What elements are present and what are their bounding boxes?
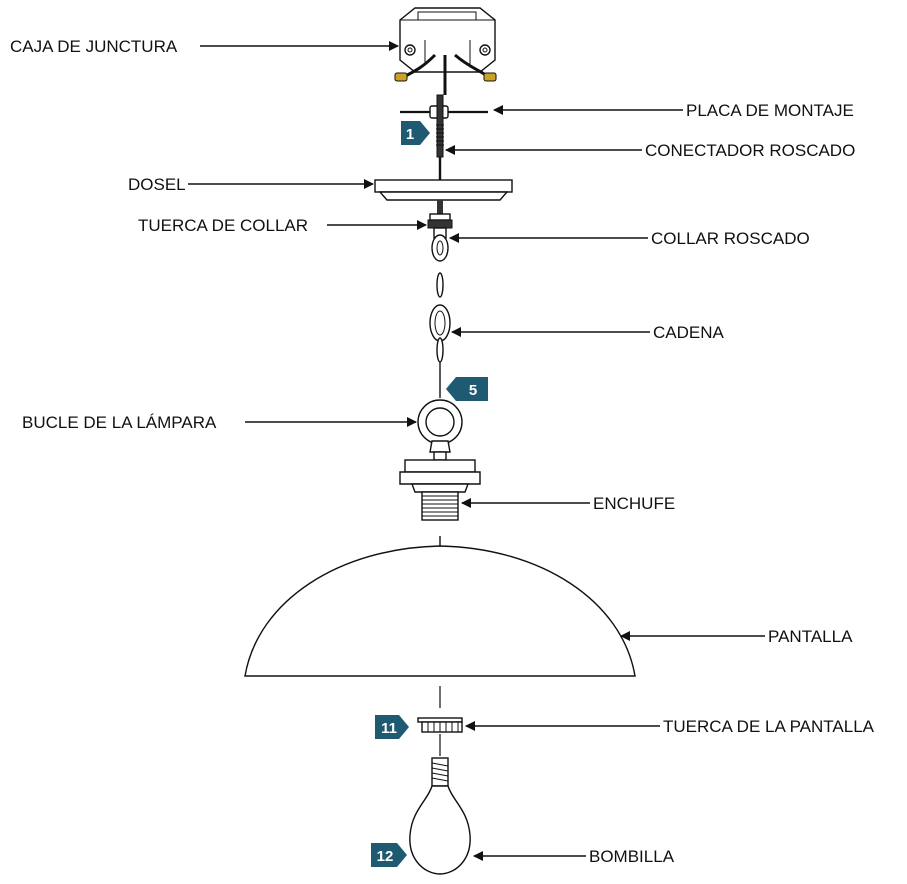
label-canopy: DOSEL — [128, 175, 186, 194]
label-shade: PANTALLA — [768, 627, 853, 646]
chain — [429, 272, 451, 398]
leader-lines — [188, 41, 765, 861]
step-badge-12-text: 12 — [377, 848, 394, 865]
label-shade-nut: TUERCA DE LA PANTALLA — [663, 717, 875, 736]
label-socket: ENCHUFE — [593, 494, 675, 513]
label-junction-box: CAJA DE JUNCTURA — [10, 37, 178, 56]
label-collar-nut: TUERCA DE COLLAR — [138, 216, 308, 235]
shade — [244, 536, 636, 677]
bulb — [409, 757, 471, 875]
threaded-collar — [431, 227, 449, 262]
threaded-connector — [436, 94, 444, 180]
lamp-loop — [417, 399, 463, 461]
step-badge-1-text: 1 — [406, 126, 414, 143]
socket — [399, 459, 481, 521]
mounting-plate — [400, 105, 488, 119]
step-badge-1: 1 — [401, 121, 430, 145]
label-threaded-connector: CONECTADOR ROSCADO — [645, 141, 855, 160]
label-bulb: BOMBILLA — [589, 847, 675, 866]
collar-nut — [427, 200, 453, 229]
step-badge-11-text: 11 — [381, 720, 397, 737]
step-badge-5: 5 — [446, 377, 488, 401]
wire-nuts — [394, 53, 497, 95]
label-chain: CADENA — [653, 323, 725, 342]
canopy — [374, 179, 513, 201]
label-lamp-loop: BUCLE DE LA LÁMPARA — [22, 413, 217, 432]
step-badge-12: 12 — [371, 843, 407, 867]
junction-box — [399, 7, 496, 73]
label-mounting-plate: PLACA DE MONTAJE — [686, 101, 854, 120]
step-badge-11: 11 — [375, 715, 409, 739]
label-threaded-collar: COLLAR ROSCADO — [651, 229, 810, 248]
step-badge-5-text: 5 — [469, 382, 477, 399]
shade-nut — [417, 717, 463, 733]
